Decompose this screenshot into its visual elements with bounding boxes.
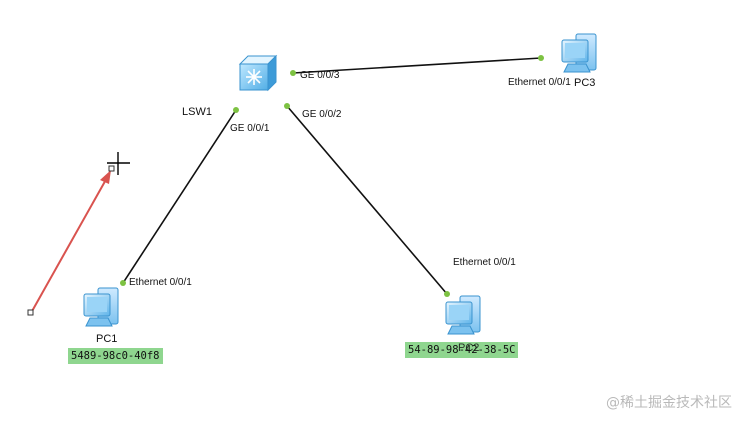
port-dot-pc3 (538, 55, 544, 61)
pc1-label: PC1 (96, 333, 118, 345)
port-label-sw-ge003: GE 0/0/3 (300, 70, 340, 81)
port-label-pc2-eth: Ethernet 0/0/1 (453, 257, 516, 268)
port-dot-pc2 (444, 291, 450, 297)
port-dot-sw-ge002 (284, 103, 290, 109)
port-label-pc3-eth: Ethernet 0/0/1 (508, 77, 571, 88)
link-lsw1-pc3[interactable] (292, 57, 542, 74)
port-dot-sw-ge003 (290, 70, 296, 76)
pc1-icon[interactable] (83, 287, 119, 327)
annotation-arrow[interactable] (30, 175, 109, 314)
crosshair-cursor-icon (107, 152, 130, 175)
port-dot-sw-ge001 (233, 107, 239, 113)
pc2-label: PC2 (458, 342, 480, 354)
annotation-arrowhead (100, 170, 111, 184)
watermark: @稀土掘金技术社区 (606, 395, 732, 411)
port-dot-pc1 (120, 280, 126, 286)
port-label-sw-ge002: GE 0/0/2 (302, 109, 342, 120)
pc2-mac-label: 54-89-98-42-38-5C (405, 342, 519, 358)
switch-lsw1-icon[interactable] (238, 54, 278, 92)
switch-label: LSW1 (182, 106, 212, 118)
pc2-icon[interactable] (445, 295, 481, 335)
port-label-sw-ge001: GE 0/0/1 (230, 123, 270, 134)
pc1-mac-label: 5489-98c0-40f8 (68, 348, 163, 364)
pc3-icon[interactable] (561, 33, 597, 73)
link-lsw1-pc1[interactable] (122, 109, 237, 284)
link-lsw1-pc2[interactable] (286, 105, 448, 295)
port-label-pc1-eth: Ethernet 0/0/1 (129, 277, 192, 288)
arrow-end-handle[interactable] (108, 165, 115, 172)
pc3-label: PC3 (574, 77, 596, 89)
arrow-start-handle[interactable] (27, 309, 34, 316)
